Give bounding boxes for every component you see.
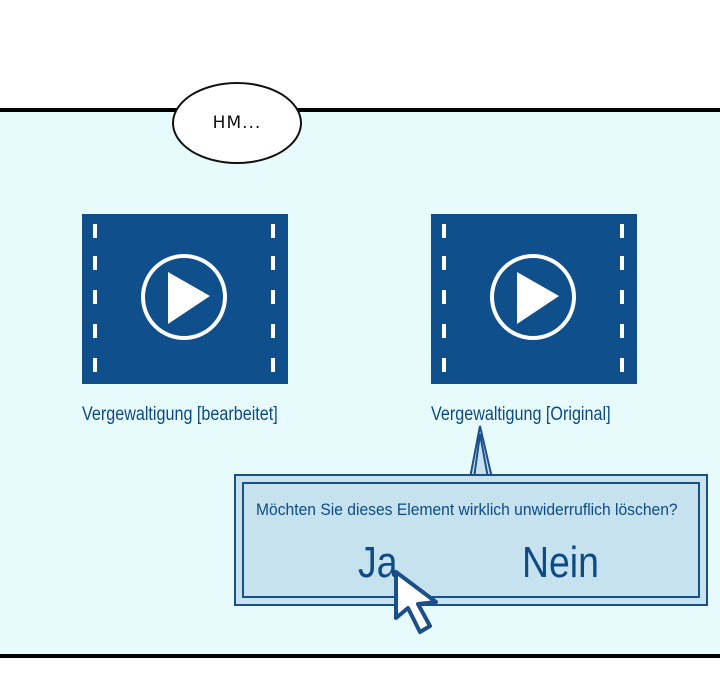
dialog-question: Möchten Sie dieses Element wirklich unwi… — [256, 500, 678, 519]
dialog-inner-border — [242, 482, 700, 598]
delete-confirm-dialog: Möchten Sie dieses Element wirklich unwi… — [234, 420, 708, 606]
mouse-pointer-icon — [394, 570, 438, 634]
speech-bubble-text: HM... — [212, 113, 262, 133]
video-play-icon — [82, 214, 288, 384]
dialog-box: Möchten Sie dieses Element wirklich unwi… — [234, 474, 708, 606]
yes-button[interactable]: Ja — [358, 538, 398, 587]
video-play-icon — [431, 214, 637, 384]
speech-bubble: HM... — [172, 82, 302, 164]
no-button[interactable]: Nein — [522, 538, 599, 587]
video-label-edited[interactable]: Vergewaltigung [bearbeitet] — [82, 404, 278, 425]
video-label-original[interactable]: Vergewaltigung [Original] — [431, 404, 611, 425]
video-thumbnail-original[interactable] — [431, 214, 637, 384]
dialog-pointer-tail — [468, 425, 494, 479]
video-thumbnail-edited[interactable] — [82, 214, 288, 384]
